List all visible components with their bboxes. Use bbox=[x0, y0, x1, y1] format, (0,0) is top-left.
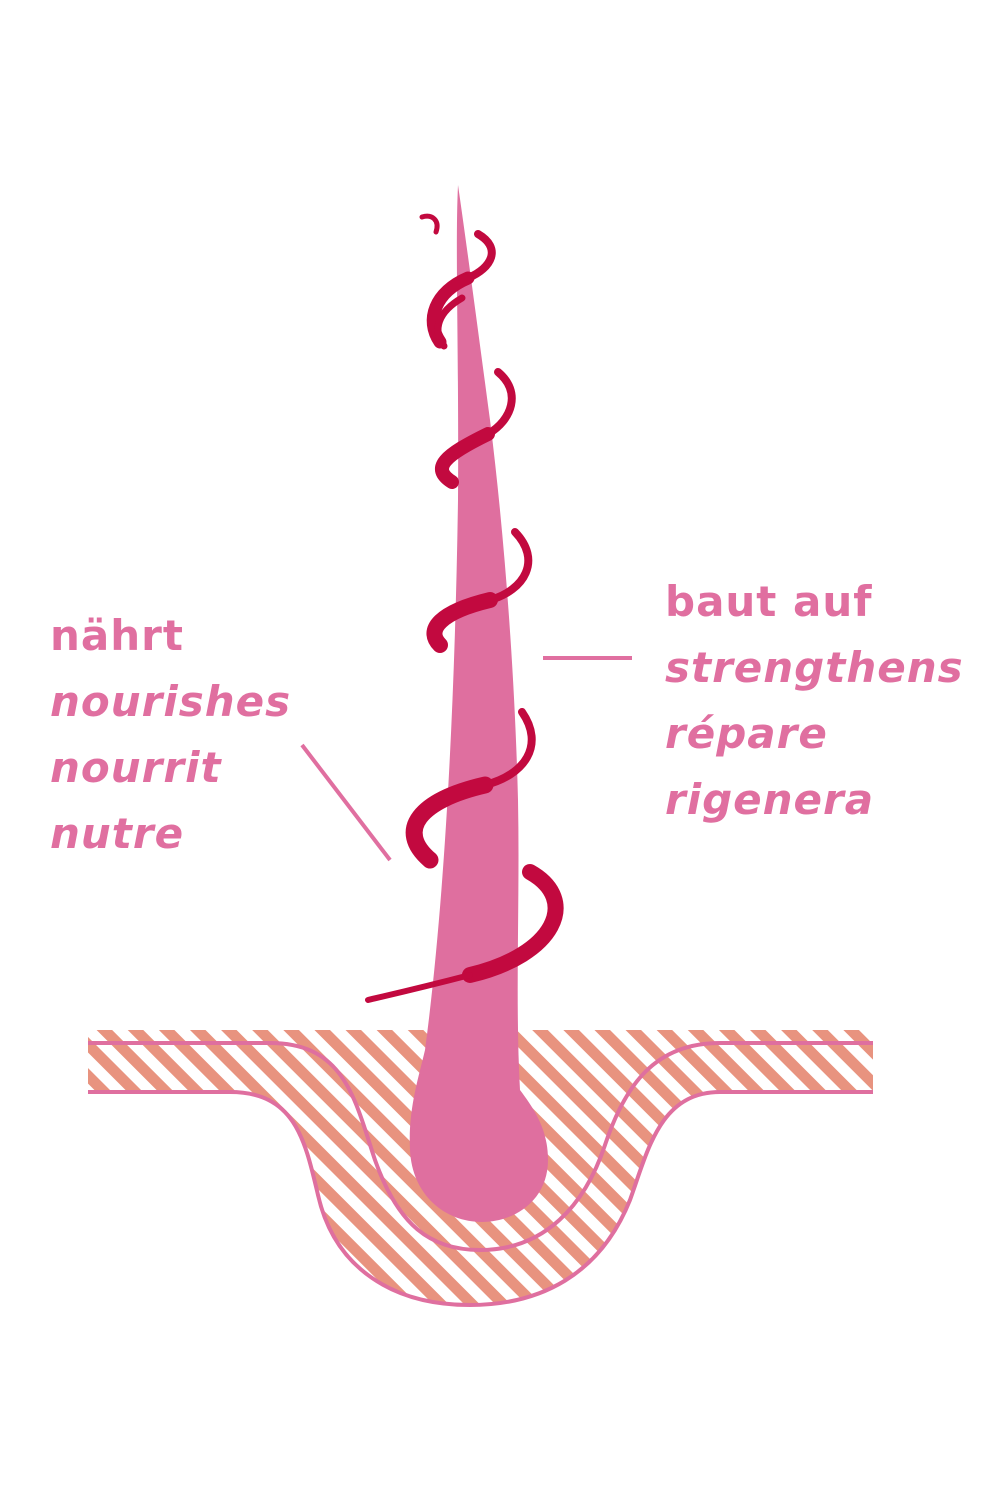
label-fr: nourrit bbox=[50, 743, 222, 792]
spiral-ribbon bbox=[365, 213, 564, 1003]
label-it: rigenera bbox=[665, 775, 875, 824]
label-de: nährt bbox=[50, 611, 184, 660]
label-en: nourishes bbox=[50, 677, 292, 726]
strengthens-label: baut auf strengthens répare rigenera bbox=[665, 569, 964, 833]
label-de: baut auf bbox=[665, 577, 873, 626]
skin-outline-outer bbox=[88, 1090, 873, 1308]
nourishes-label: nährt nourishes nourrit nutre bbox=[50, 603, 291, 867]
skin-outline-inner bbox=[88, 1041, 873, 1253]
label-it: nutre bbox=[50, 809, 185, 858]
left-pointer-line bbox=[300, 743, 392, 862]
label-en: strengthens bbox=[665, 643, 964, 692]
label-fr: répare bbox=[665, 709, 828, 758]
